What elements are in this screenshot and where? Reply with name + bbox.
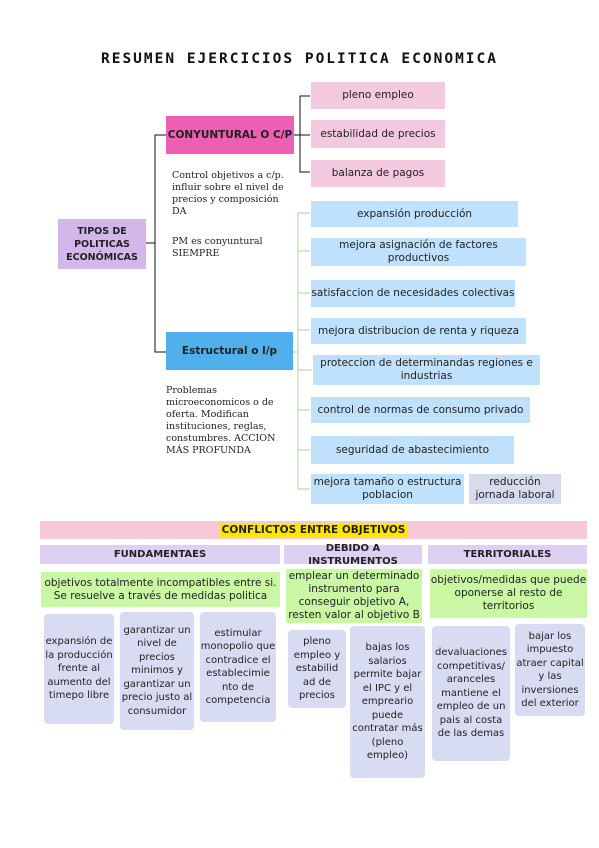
instrumentos-card: bajas los salarios permite bajar el IPC … xyxy=(350,626,425,778)
conflicts-band: CONFLICTOS ENTRE OBJETIVOS xyxy=(40,521,587,539)
territoriales-card: bajar los impuesto atraer capital y las … xyxy=(515,624,585,716)
page-title: RESUMEN EJERCICIOS POLITICA ECONOMICA xyxy=(100,51,498,67)
territoriales-head: TERRITORIALES xyxy=(428,545,587,564)
estructural-item: expansión producción xyxy=(311,201,518,227)
root-node: TIPOS DE POLITICAS ECONÓMICAS xyxy=(58,219,146,269)
conflicts-title: CONFLICTOS ENTRE OBJETIVOS xyxy=(219,523,408,537)
estructural-node: Estructural o l/p xyxy=(166,332,293,370)
fundamentales-card: estimular monopolio que contradice el es… xyxy=(200,612,276,722)
instrumentos-card: pleno empleo y estabilid ad de precios xyxy=(288,630,346,708)
estructural-item: mejora asignación de factores productivo… xyxy=(311,238,526,266)
estructural-item: mejora tamaño o estructura poblacion xyxy=(311,474,464,504)
estructural-item: satisfaccion de necesidades colectivas xyxy=(311,280,515,307)
estructural-item: seguridad de abastecimiento xyxy=(311,436,514,464)
fundamentales-card: garantizar un nivel de precios minimos y… xyxy=(120,612,194,730)
coyuntural-note: Control objetivos a c/p. influir sobre e… xyxy=(172,170,284,217)
coyuntural-item: balanza de pagos xyxy=(311,160,445,187)
coyuntural-note: PM es conyuntural SIEMPRE xyxy=(172,236,263,259)
fundamentales-card: expansión de la producción frente al aum… xyxy=(44,614,114,724)
estructural-note: Problemas microeconomicos o de oferta. M… xyxy=(166,385,276,456)
territoriales-desc: objetivos/medidas que puede oponerse al … xyxy=(430,569,587,618)
coyuntural-item: estabilidad de precios xyxy=(311,120,445,148)
fundamentales-desc: objetivos totalmente incompatibles entre… xyxy=(41,572,280,607)
instrumentos-head: DEBIDO A INSTRUMENTOS xyxy=(284,543,422,567)
estructural-item: control de normas de consumo privado xyxy=(311,397,530,423)
estructural-item: proteccion de determinandas regiones e i… xyxy=(313,355,540,385)
estructural-extra: reducción jornada laboral xyxy=(469,474,561,504)
fundamentales-head: FUNDAMENTAES xyxy=(40,545,280,564)
estructural-item: mejora distribucion de renta y riqueza xyxy=(311,318,526,344)
territoriales-card: devaluaciones competitivas/ aranceles ma… xyxy=(432,626,510,761)
coyuntural-node: CONYUNTURAL O C/P xyxy=(166,116,294,154)
instrumentos-desc: emplear un determinado instrumento para … xyxy=(286,569,422,623)
coyuntural-item: pleno empleo xyxy=(311,82,445,109)
